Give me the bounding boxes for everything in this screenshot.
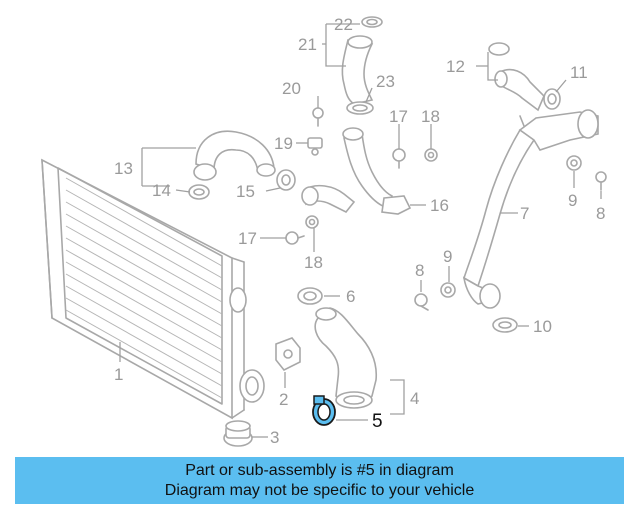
leader-lines — [119, 23, 602, 438]
label-3: 3 — [270, 428, 279, 447]
part-12-hose — [488, 42, 545, 112]
label-21: 21 — [298, 35, 317, 54]
parts-diagram: 1 2 3 4 5 6 7 8 8 9 9 10 11 12 13 14 15 … — [41, 15, 607, 447]
part-4-lower-hose — [314, 307, 378, 409]
part-20-screw — [312, 107, 324, 127]
label-15: 15 — [236, 182, 255, 201]
part-16-pipe — [301, 127, 412, 215]
label-20: 20 — [282, 79, 301, 98]
label-17-upper: 17 — [389, 107, 408, 126]
part-8-bolt-right — [595, 171, 607, 191]
label-23: 23 — [376, 72, 395, 91]
label-17-lower: 17 — [238, 229, 257, 248]
part-1-intercooler — [41, 158, 265, 420]
part-10-clamp — [492, 317, 518, 333]
label-14: 14 — [152, 181, 171, 200]
label-11: 11 — [570, 63, 588, 82]
part-22-clamp — [361, 16, 383, 28]
label-12: 12 — [446, 57, 465, 76]
label-6: 6 — [346, 287, 355, 306]
label-22: 22 — [334, 15, 353, 34]
part-9-nut-right — [566, 155, 582, 171]
label-2: 2 — [279, 390, 288, 409]
part-19-sensor — [307, 137, 323, 156]
part-21-upper-hose — [341, 35, 374, 105]
label-7: 7 — [520, 204, 529, 223]
part-7-charge-pipe — [462, 109, 599, 309]
label-18-upper: 18 — [421, 107, 440, 126]
banner-line-1: Part or sub-assembly is #5 in diagram — [185, 461, 454, 479]
part-18-nut-lower — [305, 215, 319, 229]
part-23-clamp — [346, 101, 374, 115]
part-2-bracket — [275, 337, 301, 372]
part-9-nut-lower — [440, 282, 456, 298]
part-3-cap — [223, 420, 253, 447]
part-6-clamp — [297, 287, 323, 305]
part-17-bolt-upper — [392, 148, 406, 169]
label-16: 16 — [430, 196, 449, 215]
label-19: 19 — [274, 134, 293, 153]
label-5: 5 — [372, 411, 383, 432]
part-8-bolt-lower — [414, 293, 429, 311]
label-10: 10 — [533, 317, 552, 336]
label-8-right: 8 — [596, 204, 605, 223]
part-15-clamp — [276, 169, 296, 191]
banner-line-2: Diagram may not be specific to your vehi… — [164, 481, 475, 499]
part-13-hose — [193, 130, 276, 181]
part-17-bolt-lower — [285, 231, 305, 245]
part-18-nut-upper — [424, 148, 438, 162]
label-1: 1 — [114, 365, 123, 384]
label-9-lower: 9 — [443, 247, 452, 266]
label-13: 13 — [114, 159, 133, 178]
label-9-right: 9 — [568, 191, 577, 210]
label-18-lower: 18 — [304, 253, 323, 272]
part-14-clamp — [188, 184, 210, 200]
part-11-clamp — [543, 88, 561, 110]
info-banner: Part or sub-assembly is #5 in diagram Di… — [15, 457, 624, 504]
label-8-lower: 8 — [415, 261, 424, 280]
label-4: 4 — [410, 389, 419, 408]
part-5-hose-clamp-highlighted — [312, 395, 336, 426]
